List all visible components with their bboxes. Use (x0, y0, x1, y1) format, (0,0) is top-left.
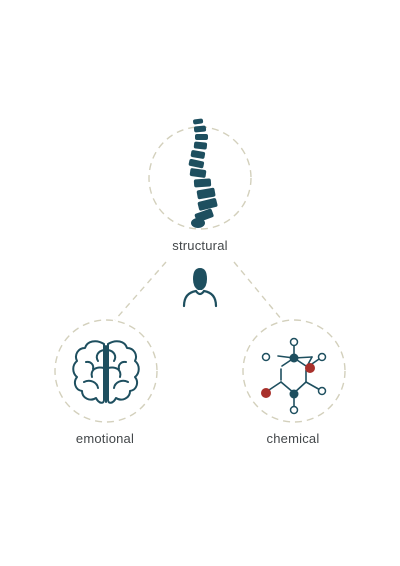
brain-icon (72, 340, 140, 404)
molecule-icon (261, 337, 327, 415)
connector-structural-chemical (233, 261, 283, 321)
emotional-label: emotional (75, 431, 135, 446)
person-bust-icon (182, 268, 218, 308)
structural-circle (148, 126, 252, 230)
chemical-label: chemical (266, 431, 320, 446)
structural-label: structural (172, 238, 228, 253)
connector-structural-emotional (114, 261, 167, 321)
chemical-circle (242, 319, 346, 423)
emotional-circle (54, 319, 158, 423)
spine-icon (188, 118, 218, 228)
